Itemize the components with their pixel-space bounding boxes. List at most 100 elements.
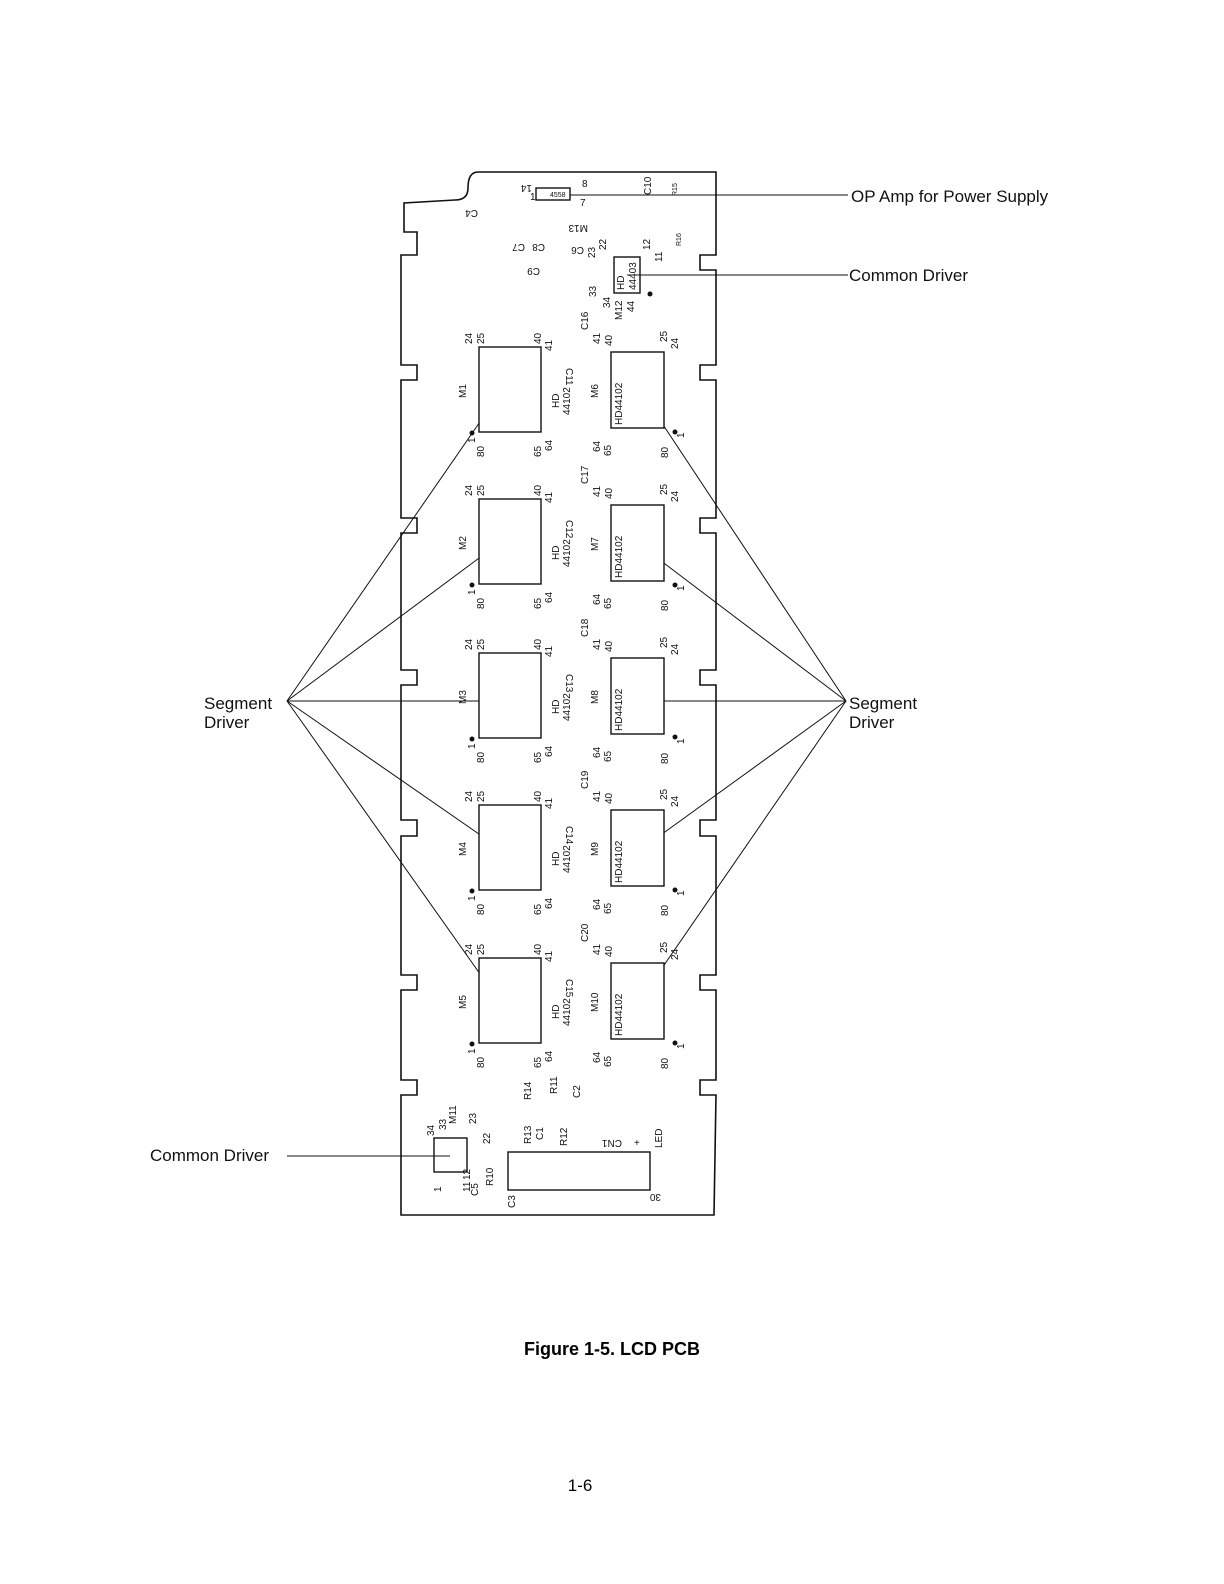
segment-driver-m9: M9 HD44102 C19 (580, 770, 678, 893)
label-c9: C9 (527, 265, 540, 276)
pin-label-40: 40 (533, 638, 544, 650)
pin-label-25: 25 (659, 483, 670, 495)
pin-label-24: 24 (464, 638, 475, 650)
pin-label-41: 41 (544, 645, 555, 657)
pin-label-64: 64 (592, 746, 603, 758)
label-33: 33 (588, 285, 599, 297)
pin-label-40: 40 (604, 487, 615, 499)
pin-label-24: 24 (464, 332, 475, 344)
pin-label-64: 64 (592, 593, 603, 605)
chip-part: HD44102 (614, 993, 625, 1036)
pin-label-24: 24 (670, 948, 681, 960)
label-m11: M11 (448, 1105, 459, 1124)
segment-driver-m1: M1 HD 44102 C11 (458, 346, 574, 436)
pin-label-1: 1 (676, 432, 687, 438)
pin-label-24: 24 (670, 643, 681, 655)
label-c3: C3 (507, 1195, 518, 1208)
chip-part-line1: HD (551, 852, 562, 866)
pin-label-65: 65 (533, 1056, 544, 1068)
pin-label-1: 1 (467, 743, 478, 749)
common-driver-chip-top-line2: 44403 (628, 262, 639, 290)
chip-part-line1: HD (551, 1005, 562, 1019)
callout-common-driver-top: Common Driver (849, 266, 968, 285)
label-c7: C7 (512, 241, 525, 252)
pin1-marker (647, 291, 653, 297)
label-r13: R13 (523, 1125, 534, 1144)
chip-part: HD44102 (614, 688, 625, 731)
chip-part-line1: HD (551, 700, 562, 714)
label-12: 12 (642, 238, 653, 250)
pin-label-80: 80 (660, 1057, 671, 1069)
label-22: 22 (598, 238, 609, 250)
pin-label-25: 25 (476, 790, 487, 802)
chip-part-line2: 44102 (562, 845, 573, 873)
pin-label-24: 24 (464, 790, 475, 802)
pin-label-64: 64 (592, 440, 603, 452)
pin-label-41: 41 (544, 339, 555, 351)
pin-label-65: 65 (603, 902, 614, 914)
pin-label-40: 40 (604, 792, 615, 804)
callout-common-driver-bottom: Common Driver (150, 1146, 269, 1165)
chip-part-line2: 44102 (562, 693, 573, 721)
pin-label-80: 80 (476, 903, 487, 915)
label-7: 7 (580, 198, 586, 209)
label-r15: R15 (672, 183, 679, 196)
pin-label-41: 41 (592, 638, 603, 650)
chip-part-line2: 44102 (562, 539, 573, 567)
pin-label-1: 1 (467, 1048, 478, 1054)
common-driver-chip-bottom (433, 1137, 468, 1173)
pin-label-65: 65 (603, 750, 614, 762)
chip-cap: C16 (580, 311, 591, 330)
label-c2: C2 (572, 1085, 583, 1098)
label-c8: C8 (532, 241, 545, 252)
label-b11: 11 (462, 1181, 473, 1192)
label-cn1: CN1 (602, 1137, 622, 1148)
pin-label-24: 24 (670, 795, 681, 807)
chip-part: HD44102 (614, 535, 625, 578)
pin-label-40: 40 (533, 332, 544, 344)
pin-label-1: 1 (676, 890, 687, 896)
pin-label-25: 25 (659, 636, 670, 648)
chip-ref: M6 (590, 384, 601, 398)
label-r16: R16 (676, 233, 683, 246)
label-r11: R11 (549, 1076, 560, 1094)
pin-label-65: 65 (533, 751, 544, 763)
segment-driver-m2: M2 HD 44102 C12 (458, 498, 574, 588)
label-34: 34 (602, 296, 613, 308)
pin-label-1: 1 (676, 738, 687, 744)
op-amp-chip (535, 187, 571, 201)
chip-ref: M1 (458, 384, 469, 398)
pin-label-25: 25 (659, 788, 670, 800)
board-silkscreen: C4 C7 C8 C9 C6 M13 14 8 1 7 C10 R15 R16 … (426, 176, 683, 1208)
label-23: 23 (587, 246, 598, 258)
chip-ref: M3 (458, 690, 469, 704)
pin-label-64: 64 (592, 898, 603, 910)
chip-cap: C18 (580, 618, 591, 637)
callout-segment-right-line2: Driver (849, 713, 895, 732)
pin-label-65: 65 (533, 445, 544, 457)
label-led: LED (654, 1129, 665, 1148)
pin-label-1: 1 (676, 585, 687, 591)
label-b22: 22 (482, 1132, 493, 1144)
chip-part: HD44102 (614, 382, 625, 425)
chip-cap: C11 (563, 368, 574, 386)
label-44: 44 (626, 300, 637, 312)
pin-label-65: 65 (603, 1055, 614, 1067)
pin-label-25: 25 (476, 484, 487, 496)
chip-cap: C20 (580, 923, 591, 942)
segment-driver-m8: M8 HD44102 C18 (580, 618, 678, 740)
pin-label-40: 40 (533, 943, 544, 955)
pin-label-65: 65 (533, 597, 544, 609)
chip-ref: M9 (590, 842, 601, 856)
chip-part-line2: 44102 (562, 387, 573, 415)
pin-label-25: 25 (659, 941, 670, 953)
pin-label-1: 1 (676, 1043, 687, 1049)
pin-label-24: 24 (464, 943, 475, 955)
chip-ref: M2 (458, 536, 469, 550)
pin-label-1: 1 (467, 589, 478, 595)
label-m13: M13 (568, 222, 588, 233)
pin-label-40: 40 (533, 484, 544, 496)
label-b33: 33 (438, 1118, 449, 1130)
callout-op-amp: OP Amp for Power Supply (851, 187, 1049, 206)
label-b23: 23 (468, 1112, 479, 1124)
